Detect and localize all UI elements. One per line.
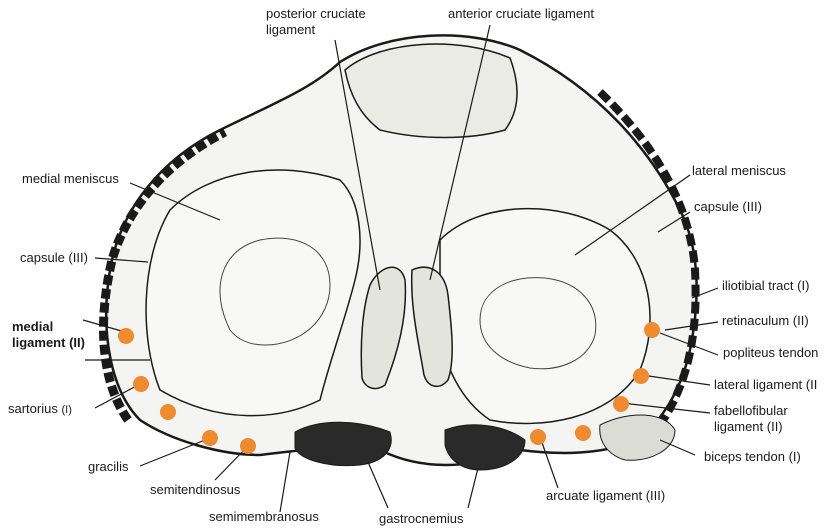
label-biceps-tendon: biceps tendon (I): [704, 449, 801, 465]
lateral-meniscus-shape: [440, 209, 650, 424]
label-medial-ligament-2: ligament (II): [12, 335, 85, 351]
label-anterior-cruciate-ligament: anterior cruciate ligament: [448, 6, 594, 22]
marker-arcuate-ligament: [530, 429, 546, 445]
label-iliotibial-tract: iliotibial tract (I): [722, 278, 809, 294]
marker-lateral-ligament: [613, 396, 629, 412]
biceps-block: [600, 415, 675, 460]
gastrocnemius-medial-block: [295, 422, 391, 465]
label-gastrocnemius: gastrocnemius: [379, 511, 464, 527]
label-gracilis: gracilis: [88, 459, 128, 475]
label-medial-ligament: medial: [12, 319, 53, 335]
label-posterior-cruciate-ligament: ligament: [266, 22, 315, 38]
label-fabellofibular: fabellofibular: [714, 403, 788, 419]
label-sartorius: sartorius (I): [8, 401, 72, 418]
label-semimembranosus: semimembranosus: [209, 509, 319, 525]
label-medial-meniscus: medial meniscus: [22, 171, 119, 187]
label-capsule-lateral: capsule (III): [694, 199, 762, 215]
label-popliteus-tendon: popliteus tendon: [723, 345, 818, 361]
marker-medial-ligament: [118, 328, 134, 344]
label-lateral-ligament: lateral ligament (II: [714, 377, 817, 393]
marker-fabellofibular: [575, 425, 591, 441]
label-arcuate-ligament: arcuate ligament (III): [546, 488, 665, 504]
marker-semimembranosus: [240, 438, 256, 454]
label-semitendinosus: semitendinosus: [150, 482, 240, 498]
label-posterior-cruciate: posterior cruciate: [266, 6, 366, 22]
label-sartorius-grade: (I): [61, 404, 71, 416]
label-lateral-meniscus: lateral meniscus: [692, 163, 786, 179]
label-sartorius-text: sartorius: [8, 401, 58, 416]
label-retinaculum: retinaculum (II): [722, 313, 809, 329]
marker-semitendinosus: [202, 430, 218, 446]
label-capsule-medial: capsule (III): [20, 250, 88, 266]
marker-sartorius: [133, 376, 149, 392]
marker-gracilis: [160, 404, 176, 420]
marker-biceps: [633, 368, 649, 384]
label-fabellofibular-ligament: ligament (II): [714, 419, 783, 435]
marker-popliteus: [644, 322, 660, 338]
